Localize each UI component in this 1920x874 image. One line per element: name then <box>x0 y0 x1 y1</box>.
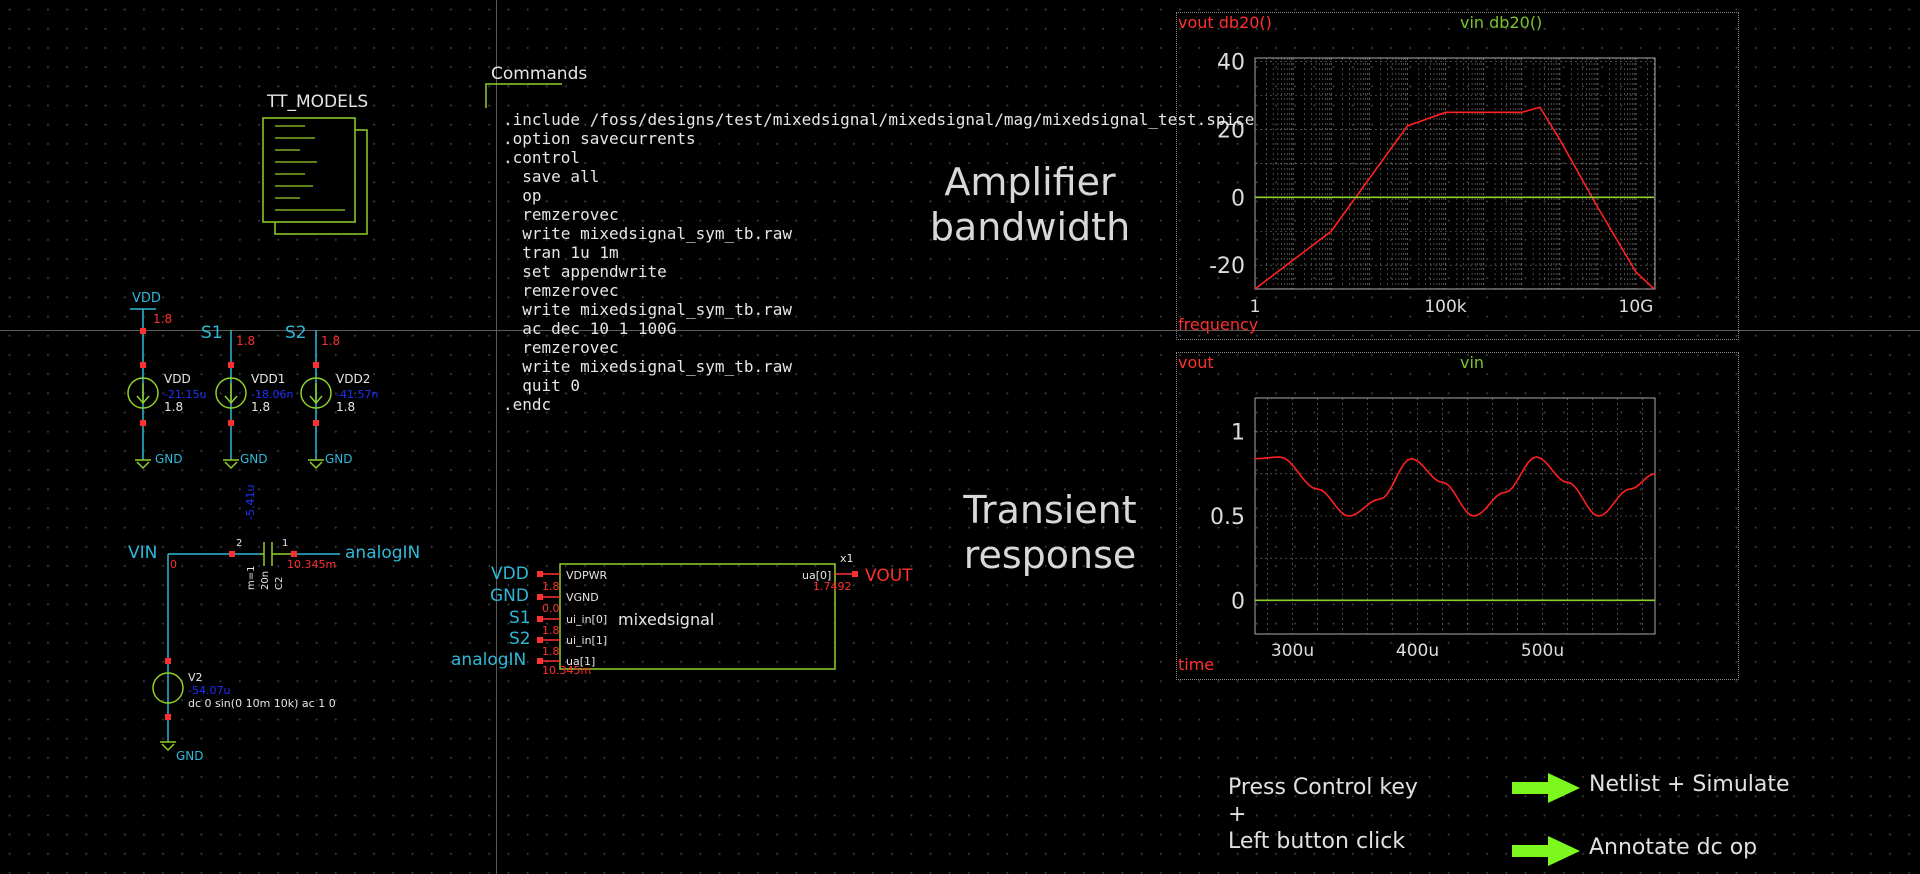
pin-ua-1: ua[1] <box>566 655 596 668</box>
pin-ua-0-value: 1.7492 <box>813 580 852 593</box>
capacitor-pin1: 1 <box>282 538 289 549</box>
capacitor-c2[interactable]: m=1 20n C2 <box>246 565 285 590</box>
annotate-dc-op-button[interactable]: Annotate dc op <box>1512 833 1812 867</box>
tran-trace-vout-label: vout <box>1178 353 1214 372</box>
tran-y-tick-label: 0 <box>1231 589 1245 614</box>
arrow-right-icon <box>1512 836 1580 866</box>
pin-ua-0: ua[0] <box>802 569 832 582</box>
mixedsignal-instance[interactable]: x1 mixedsignal VDD VDPWR 1.8 GND VGND 0.… <box>450 552 930 677</box>
document-stack-icon <box>262 117 368 235</box>
ac-plot-frame[interactable]: vout db20() vin db20() frequency 40 20 0 -2… <box>1176 12 1739 340</box>
gnd-label-vdd1: GND <box>240 452 268 466</box>
bandwidth-heading: Amplifier bandwidth <box>929 160 1131 249</box>
ac-x-tick-label: 100k <box>1424 297 1466 317</box>
gnd-label-vdd2: GND <box>325 452 353 466</box>
control-click-hint: Press Control key + Left button click <box>1228 775 1418 854</box>
netlist-simulate-button[interactable]: Netlist + Simulate <box>1512 770 1812 804</box>
origin-horizontal-axis <box>0 330 1920 331</box>
ac-trace-vin-label: vin db20() <box>1460 13 1543 32</box>
vdd1-source-current: -18.06n <box>251 388 294 401</box>
pin-net-gnd: GND <box>490 586 529 606</box>
capacitor-pin2: 2 <box>236 538 243 549</box>
commands-bracket <box>485 83 562 108</box>
s2-net-value: 1.8 <box>321 334 341 348</box>
tran-plot-area: 1 0.5 0 300u 400u 500u <box>1210 397 1656 661</box>
vdd-net-label: VDD <box>132 291 161 306</box>
tran-y-tick-label: 1 <box>1231 421 1245 446</box>
input-stage-wires <box>152 542 340 752</box>
s1-net-label: S1 <box>201 323 223 343</box>
capacitor-current: -5.41u <box>244 484 257 520</box>
commands-block[interactable]: Commands <box>484 64 1284 414</box>
tran-y-tick-label: 0.5 <box>1210 505 1245 530</box>
v2-source[interactable]: V2 -54.07u dc 0 sin(0 10m 10k) ac 1 0 <box>188 671 336 710</box>
pin-ua-1-value: 10.345m <box>542 664 592 677</box>
tran-x-tick-label: 400u <box>1396 641 1439 661</box>
ac-x-label: frequency <box>1178 315 1259 334</box>
tran-x-tick-label: 500u <box>1521 641 1564 661</box>
origin-vertical-axis <box>496 0 497 874</box>
vdd-net-value: 1.8 <box>153 312 173 326</box>
netlist-simulate-label: Netlist + Simulate <box>1589 772 1790 797</box>
arrow-right-icon <box>1512 773 1580 803</box>
vdd1-source[interactable]: VDD1 1.8 <box>251 372 286 414</box>
pin-ui-in-1: ui_in[1] <box>566 634 608 647</box>
pin-net-s1: S1 <box>509 608 531 628</box>
pin-ui-in-0-value: 1.8 <box>542 624 560 637</box>
ac-y-tick-label: -20 <box>1209 254 1245 279</box>
ac-y-tick-label: 20 <box>1217 118 1245 143</box>
gnd-label-v2: GND <box>176 749 204 763</box>
transient-heading: Transient response <box>963 488 1137 577</box>
tran-x-tick-label: 300u <box>1271 641 1314 661</box>
tran-plot-frame[interactable]: vout vin time 1 0.5 0 300u 400u 500u <box>1176 352 1739 680</box>
tran-plot-box <box>1254 397 1656 635</box>
ac-trace-vout-label: vout db20() <box>1178 13 1272 32</box>
vdd2-source[interactable]: VDD2 1.8 <box>336 372 371 414</box>
ac-plot-area: 40 20 0 -201 100k 10G <box>1209 50 1656 317</box>
vdd-source-current: -21.15u <box>164 388 207 401</box>
analog-node-value: 10.345m <box>287 558 337 571</box>
vdd2-source-current: -41.57n <box>336 388 379 401</box>
tran-x-label: time <box>1178 655 1215 674</box>
annotate-dc-op-label: Annotate dc op <box>1589 835 1758 860</box>
pin-vdpwr-value: 1.8 <box>542 580 560 593</box>
ac-y-tick-label: 40 <box>1217 50 1245 75</box>
power-sources-wires <box>127 308 332 470</box>
vin-net-label: VIN <box>128 543 158 563</box>
pin-vgnd: VGND <box>566 591 599 604</box>
commands-code: .include /foss/designs/test/mixedsignal/… <box>503 110 1255 414</box>
commands-title: Commands <box>491 64 588 84</box>
ac-y-tick-label: 0 <box>1231 186 1245 211</box>
pin-net-vout: VOUT <box>865 566 913 586</box>
instance-name: x1 <box>840 552 854 565</box>
ac-x-tick-label: 1 <box>1250 297 1261 317</box>
pin-vdpwr: VDPWR <box>566 569 608 582</box>
tran-trace-vin-label: vin <box>1460 353 1485 372</box>
tt-models-symbol[interactable]: TT_MODELS <box>255 88 375 238</box>
block-name: mixedsignal <box>618 610 715 629</box>
analogin-net-label: analogIN <box>345 543 421 563</box>
pin-net-vdd: VDD <box>491 564 529 584</box>
pin-net-s2: S2 <box>509 629 531 649</box>
vdd-source[interactable]: VDD 1.8 <box>164 372 191 414</box>
tt-models-label: TT_MODELS <box>267 92 369 112</box>
pin-ui-in-1-value: 1.8 <box>542 645 560 658</box>
ac-x-tick-label: 10G <box>1619 297 1654 317</box>
pin-net-analogin: analogIN <box>451 650 527 670</box>
ac-plot-box <box>1254 57 1656 290</box>
ac-series-vout <box>1255 106 1655 289</box>
gnd-label-vdd: GND <box>155 452 183 466</box>
s1-net-value: 1.8 <box>236 334 256 348</box>
vin-node-value: 0 <box>170 558 177 571</box>
s2-net-label: S2 <box>285 323 307 343</box>
tran-series-vout <box>1254 456 1656 517</box>
pin-ui-in-0: ui_in[0] <box>566 613 608 626</box>
pin-vgnd-value: 0.0 <box>542 602 560 615</box>
